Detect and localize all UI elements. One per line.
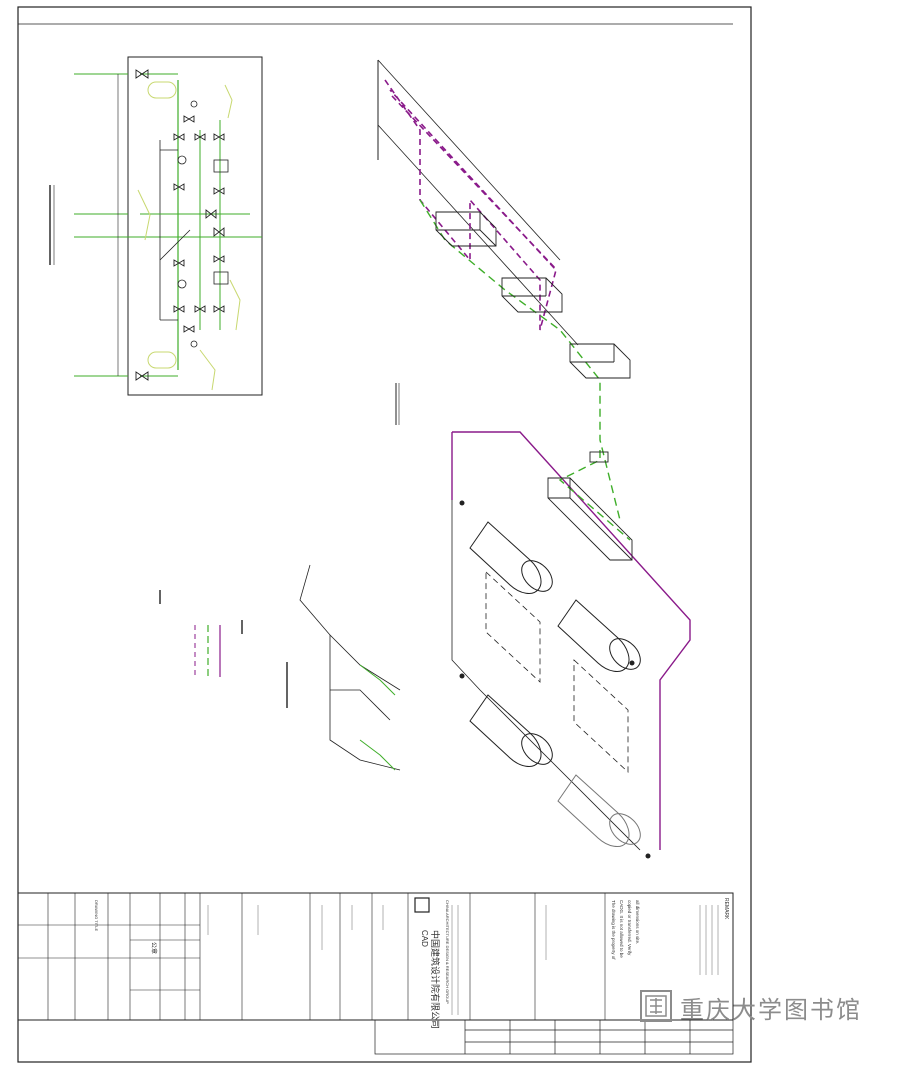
company-name-en: CHINA ARCHITECTURE DESIGN & RESEARCH GRO… (445, 900, 450, 1004)
schematic-frame (127, 56, 263, 396)
note-line: The drawing is the property of (611, 900, 616, 960)
note-line: CADG. It is not allowed to be (619, 900, 624, 958)
stamp-label: 公章 (150, 942, 158, 954)
note-lines: The drawing is the property of CADG. It … (611, 900, 640, 960)
drawing-title-label: DRAWING TITLE (94, 900, 99, 931)
library-seal-icon (640, 990, 672, 1022)
schematic-diagram (49, 56, 263, 396)
isometric-cylinders (451, 431, 691, 859)
company-name-cn: 中国建筑设计院有限公司 (430, 930, 441, 1029)
company-logo (414, 897, 430, 913)
revision-table (374, 1019, 734, 1055)
note-line: all dimensions on site. (635, 900, 640, 944)
legend (194, 625, 221, 677)
vessel-bottom (147, 351, 177, 369)
isometric-lower-left (159, 564, 401, 771)
remark-label: REMARK (723, 898, 729, 920)
vessel-top (147, 81, 177, 99)
sheet-border (17, 6, 752, 1063)
note-line: copied or transferred. Verify (627, 900, 632, 956)
library-watermark-text: 重庆大学图书馆 (680, 996, 862, 1024)
company-logo-letters: CAD (420, 930, 429, 947)
isometric-upper (377, 59, 631, 521)
title-block: CAD 中国建筑设计院有限公司 CHINA ARCHITECTURE DESIG… (17, 892, 734, 1029)
